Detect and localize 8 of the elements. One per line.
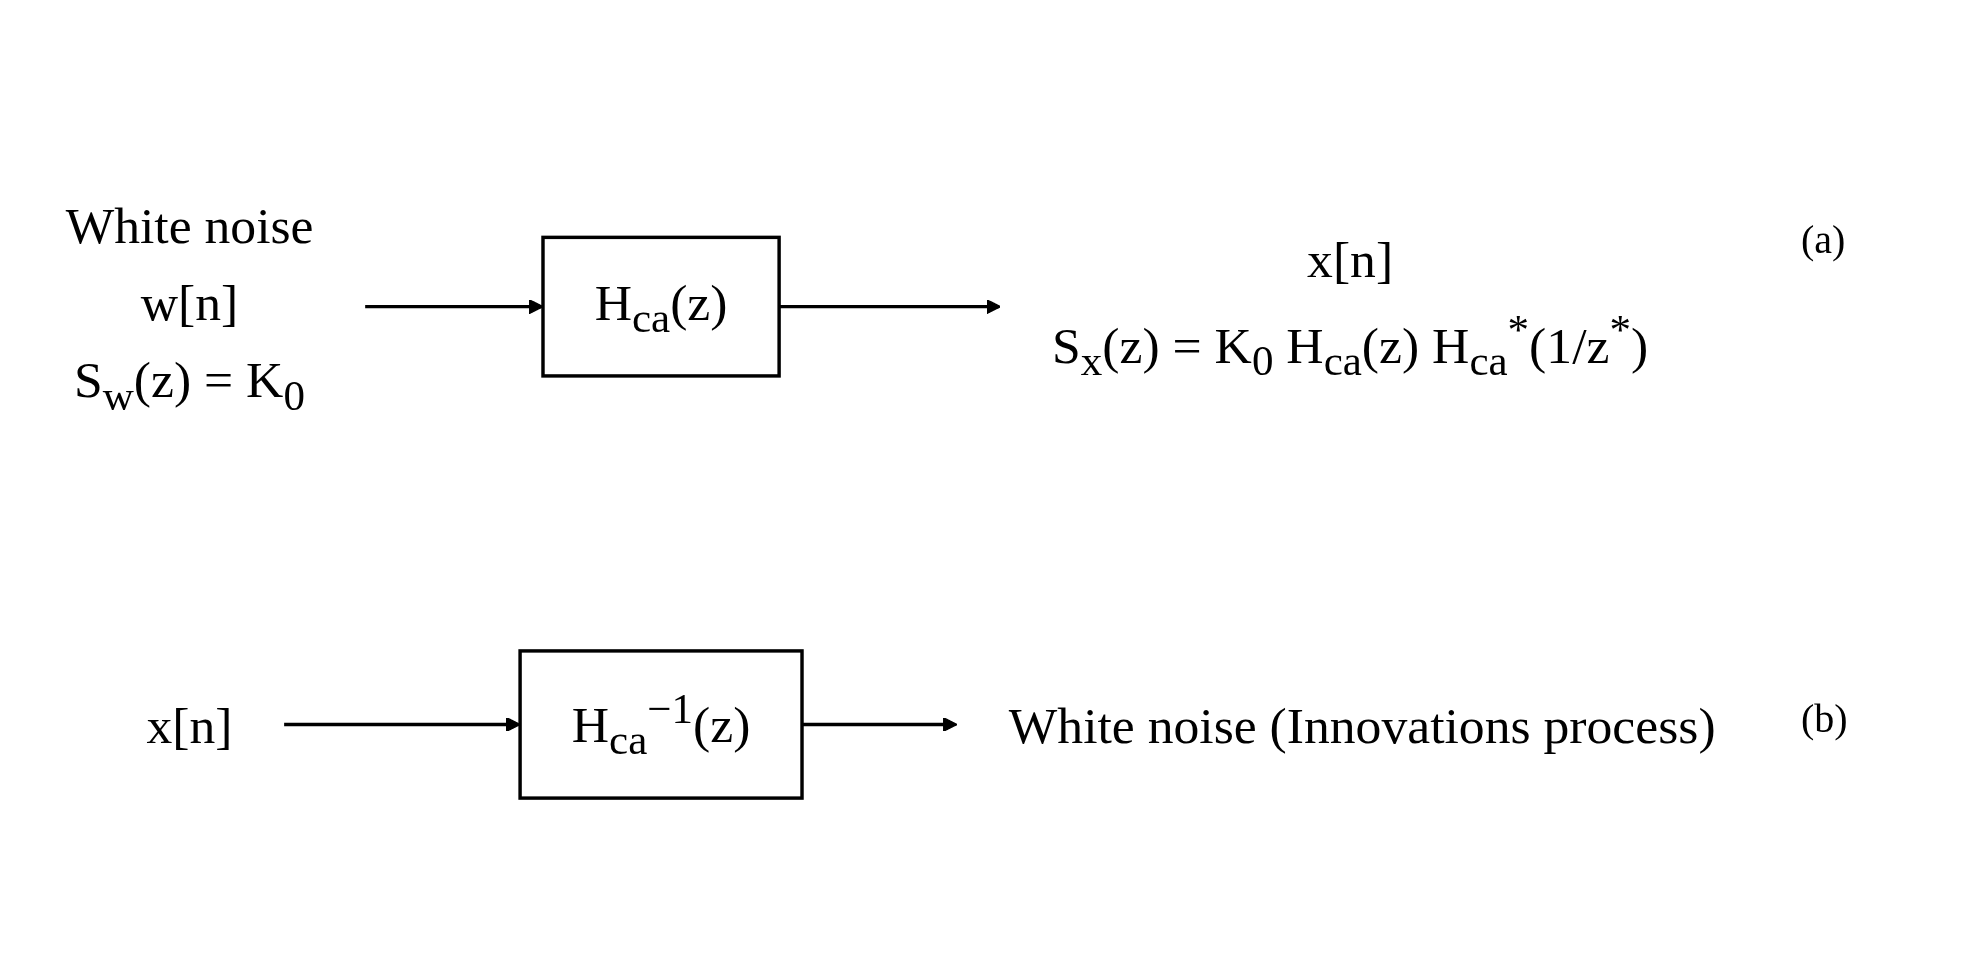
figure-caption: (a) [1801, 216, 1847, 263]
node-text: White noise w[n] S$_{w}$(z) = K$_{0}$ [65, 196, 314, 419]
node-box: H$_{ca}$(z) [541, 235, 781, 378]
figure-caption: (b) [1801, 695, 1849, 742]
node-text: x[n] [146, 696, 233, 753]
node-text: x[n] S$_{x}$(z) = K$_{0}$ H$_{ca}$(z) H$_{ca}$$^{*}$(1/z$^{*}$) [1052, 230, 1649, 384]
node-box: H$_{ca}$$^{−1}$(z) [518, 649, 804, 800]
node-text: White noise (Innovations process) [1008, 696, 1716, 753]
